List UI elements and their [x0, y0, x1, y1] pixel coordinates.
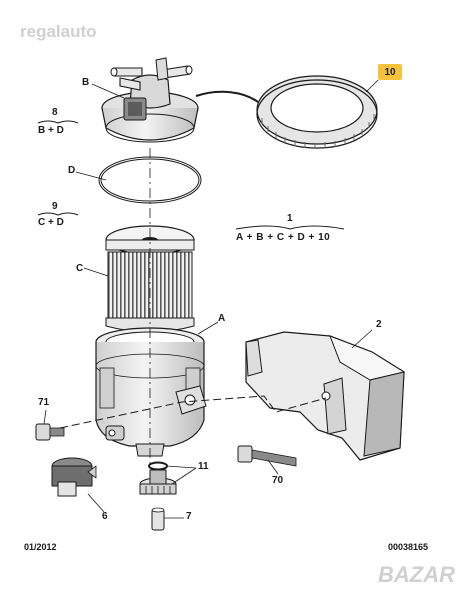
bolt-70: [237, 445, 297, 467]
pin-7: [151, 507, 165, 531]
callout-10-badge: 10: [378, 64, 402, 80]
mounting-bracket: [245, 331, 406, 461]
callout-c: C: [76, 263, 84, 274]
callout-1-sub: A + B + C + D + 10: [236, 232, 331, 243]
callout-1: 1: [287, 213, 293, 224]
drain-plug: [139, 469, 177, 495]
footer-date: 01/2012: [24, 542, 57, 552]
footer-reference: 00038165: [388, 542, 429, 552]
callout-9: 9: [52, 201, 58, 212]
sensor-ring: [256, 75, 378, 149]
callout-8: 8: [52, 107, 58, 118]
watermark-top: regalauto: [20, 22, 97, 41]
callout-b: B: [82, 77, 90, 88]
callout-7: 7: [186, 511, 192, 522]
callout-8-sub: B + D: [38, 125, 64, 136]
callout-6: 6: [102, 511, 108, 522]
leader-lines: [43, 79, 379, 519]
callout-d: D: [68, 165, 76, 176]
water-sensor-6: [51, 457, 97, 497]
alignment-line: [59, 395, 327, 429]
filter-head: [101, 57, 199, 143]
filter-housing: [95, 327, 207, 457]
callout-a: A: [218, 313, 226, 324]
seal-11: [148, 461, 168, 471]
bolt-71: [35, 423, 65, 441]
callout-9-sub: C + D: [38, 217, 64, 228]
callout-70: 70: [272, 475, 284, 486]
callout-11: 11: [198, 461, 209, 472]
callout-71: 71: [38, 397, 50, 408]
brace-marks: [37, 120, 345, 230]
watermark-bottom: BAZAR: [378, 562, 455, 587]
callout-2: 2: [376, 319, 382, 330]
sensor-wire: [195, 90, 259, 103]
